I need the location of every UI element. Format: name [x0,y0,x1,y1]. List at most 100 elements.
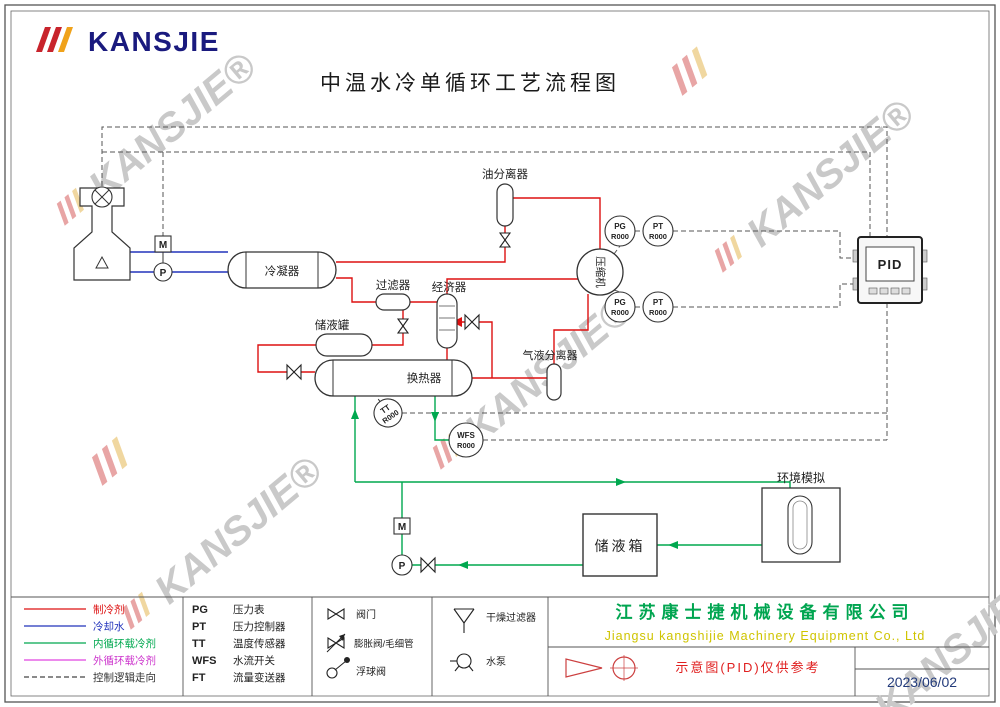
instrument-pt-1: PT R000 [642,215,674,247]
filter: 过滤器 [375,279,411,311]
page-title: 中温水冷单循环工艺流程图 [320,72,620,95]
storage-tank: 储液箱 [582,513,658,577]
abbr: FT [192,672,206,684]
liquid-receiver: 储液罐 [315,318,373,357]
instruments: PG R000 PT R000 PG R000 PT R000 TT R000 … [373,215,674,458]
abbr: PT [192,621,206,633]
symbol-label: 阀门 [356,608,376,621]
filter-label: 过滤器 [376,279,411,292]
pid-screen [865,246,915,282]
abbr: TT [192,638,206,650]
legend-device-symbols: 干燥过滤器 水泵 [450,608,536,672]
abbr-label: 压力表 [233,603,265,616]
kansjie-logo: KANSJIE [36,26,220,57]
valve-icon [498,232,512,248]
cooling-water-pump-unit: M P [153,235,173,282]
pt-id: R000 [649,232,667,241]
valve-icon [327,608,345,620]
company-name-en: Jiangsu kangshijie Machinery Equipment C… [605,629,926,643]
watermark-text: KANSJIE® [81,44,265,208]
abbr-label: 水流开关 [233,654,275,667]
gas-liquid-separator: 气液分离器 [523,348,578,401]
motor-box [154,235,172,253]
motor-box [393,517,411,535]
legend-abbreviations: PG 压力表 PT 压力控制器 TT 温度传感器 WFS 水流开关 FT 流量变… [192,603,286,684]
symbol-label: 干燥过滤器 [486,611,536,624]
symbol-label: 水泵 [486,656,506,668]
oil-separator-label: 油分离器 [482,167,528,181]
pt-id: R000 [649,308,667,317]
logo-slashes-icon [36,27,73,52]
pg-tag: PG [614,222,626,231]
cooling-water-lines [130,251,228,273]
wfs-id: R000 [457,441,475,450]
valve-icon [396,318,410,334]
instrument-tt: TT R000 [373,398,403,428]
pid-button [890,287,900,295]
logo-text: KANSJIE [88,26,220,57]
abbr: PG [192,604,208,616]
water-pump-icon [450,653,474,672]
abbr-label: 压力控制器 [233,620,286,633]
pid-button [879,287,889,295]
pt-tag: PT [653,222,663,231]
legend-label: 外循环载冷剂 [93,654,156,667]
pid-button [868,287,878,295]
expansion-valve-icon [286,363,302,381]
pid-button [901,287,911,295]
compressor: 压缩机 [576,248,624,296]
pg-id: R000 [611,232,629,241]
pt-tag: PT [653,298,663,307]
refrigerant-lines [257,197,601,379]
pid-controller: PID [852,236,928,304]
abbr: WFS [192,655,216,667]
watermark: KANSJIE® [122,448,331,630]
abbr-label: 温度传感器 [233,637,286,650]
drawing-date: 2023/06/02 [887,674,957,690]
pump-circle [153,262,173,282]
watermark-text: KANSJIE® [147,448,331,612]
valve-icon [464,313,480,331]
instrument-pt-2: PT R000 [642,291,674,323]
drying-filter-icon [453,608,475,633]
condenser: 冷凝器 [227,251,337,289]
arrow-left-icon [668,541,678,549]
coolant-pump-unit: M P [391,517,413,576]
watermark: KANSJIE® [56,44,265,226]
arrow-up-icon [351,409,359,419]
symbol-label: 膨胀阀/毛细管 [354,638,414,650]
motor-label: M [398,522,406,533]
heat-exchanger: 换热器 [314,359,473,397]
legend-grid [11,596,989,696]
legend-label: 内循环载冷剂 [93,637,156,650]
projection-symbol-icon [565,655,638,681]
pg-tag: PG [614,298,626,307]
pump-label: P [399,561,406,572]
receiver-label: 储液罐 [315,318,350,332]
environment-simulation: 环境模拟 [761,470,841,563]
watermark-text: KANSJIE® [739,91,923,255]
border-frame [4,4,996,703]
legend-label: 制冷剂 [93,603,125,616]
legend-valve-symbols: 阀门 膨胀阀/毛细管 浮球阀 [326,608,414,679]
gas-liquid-separator-label: 气液分离器 [523,348,578,362]
control-logic-lines [101,126,888,441]
cooling-tower [73,186,131,281]
title-block: 江苏康士捷机械设备有限公司 Jiangsu kangshijie Machine… [565,602,957,690]
watermark-slashes-icon [56,187,84,226]
economizer: 经济器 [432,280,467,349]
reference-note: 示意图(PID)仅供参考 [675,660,820,675]
arrow-right-icon [616,478,626,486]
spray-icon [95,255,109,269]
legend-label: 控制逻辑走向 [93,671,156,684]
arrow-left-icon [458,561,468,569]
legend-line-types: 制冷剂 冷却水 内循环载冷剂 外循环载冷剂 控制逻辑走向 [24,603,156,684]
company-name-cn: 江苏康士捷机械设备有限公司 [616,602,915,622]
symbol-label: 浮球阀 [356,665,386,678]
pump-circle [391,554,413,576]
heat-exchanger-label: 换热器 [407,371,442,385]
instrument-pg-1: PG R000 [604,215,636,247]
float-valve-icon [326,667,338,679]
